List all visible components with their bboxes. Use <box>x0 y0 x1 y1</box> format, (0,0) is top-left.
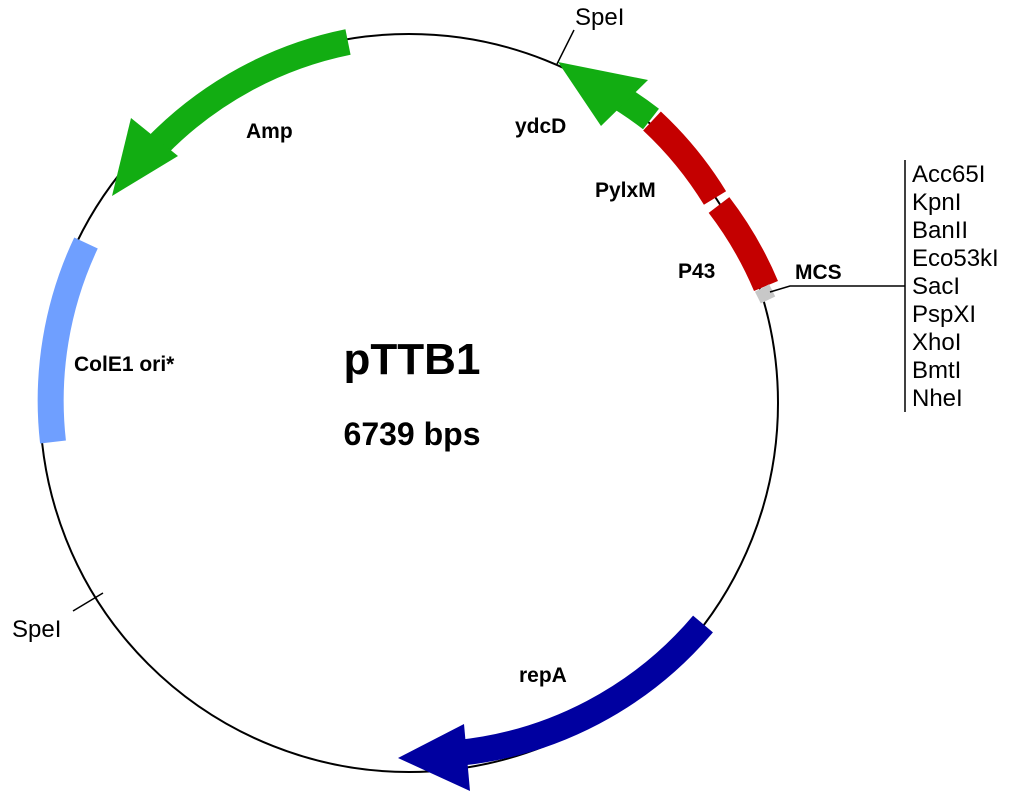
mcs-site: PspXI <box>912 301 976 328</box>
plasmid-name: pTTB1 <box>344 335 481 384</box>
mcs-site-list: Acc65I KpnI BanII Eco53kI SacI PspXI Xho… <box>912 161 999 412</box>
pylxm-segment <box>643 111 727 205</box>
p43-label: P43 <box>678 260 715 283</box>
mcs-connector <box>769 160 906 412</box>
spei-top-label: SpeI <box>575 4 624 31</box>
repa-label: repA <box>519 664 567 687</box>
mcs-label: MCS <box>795 261 842 284</box>
mcs-site: Eco53kI <box>912 245 999 272</box>
cole1-label: ColE1 ori* <box>74 353 175 376</box>
spei-left-label: SpeI <box>12 616 61 643</box>
plasmid-size: 6739 bps <box>344 416 481 452</box>
mcs-site: XhoI <box>912 329 961 356</box>
cole1-ori-segment <box>37 237 98 444</box>
p43-segment <box>708 197 778 292</box>
mcs-site: NheI <box>912 385 963 412</box>
ydcd-arrow <box>558 62 659 130</box>
spei-left-tick <box>72 592 104 612</box>
mcs-site: KpnI <box>912 189 961 216</box>
spei-top-tick <box>556 29 575 65</box>
amp-arrow <box>112 29 351 196</box>
amp-label: Amp <box>246 120 293 143</box>
mcs-segment <box>754 284 776 304</box>
pylxm-label: PylxM <box>595 179 656 202</box>
mcs-site: SacI <box>912 273 960 300</box>
mcs-site: Acc65I <box>912 161 985 188</box>
repa-arrow <box>398 615 713 791</box>
mcs-site: BmtI <box>912 357 961 384</box>
ydcd-label: ydcD <box>515 115 566 138</box>
mcs-site: BanII <box>912 217 968 244</box>
